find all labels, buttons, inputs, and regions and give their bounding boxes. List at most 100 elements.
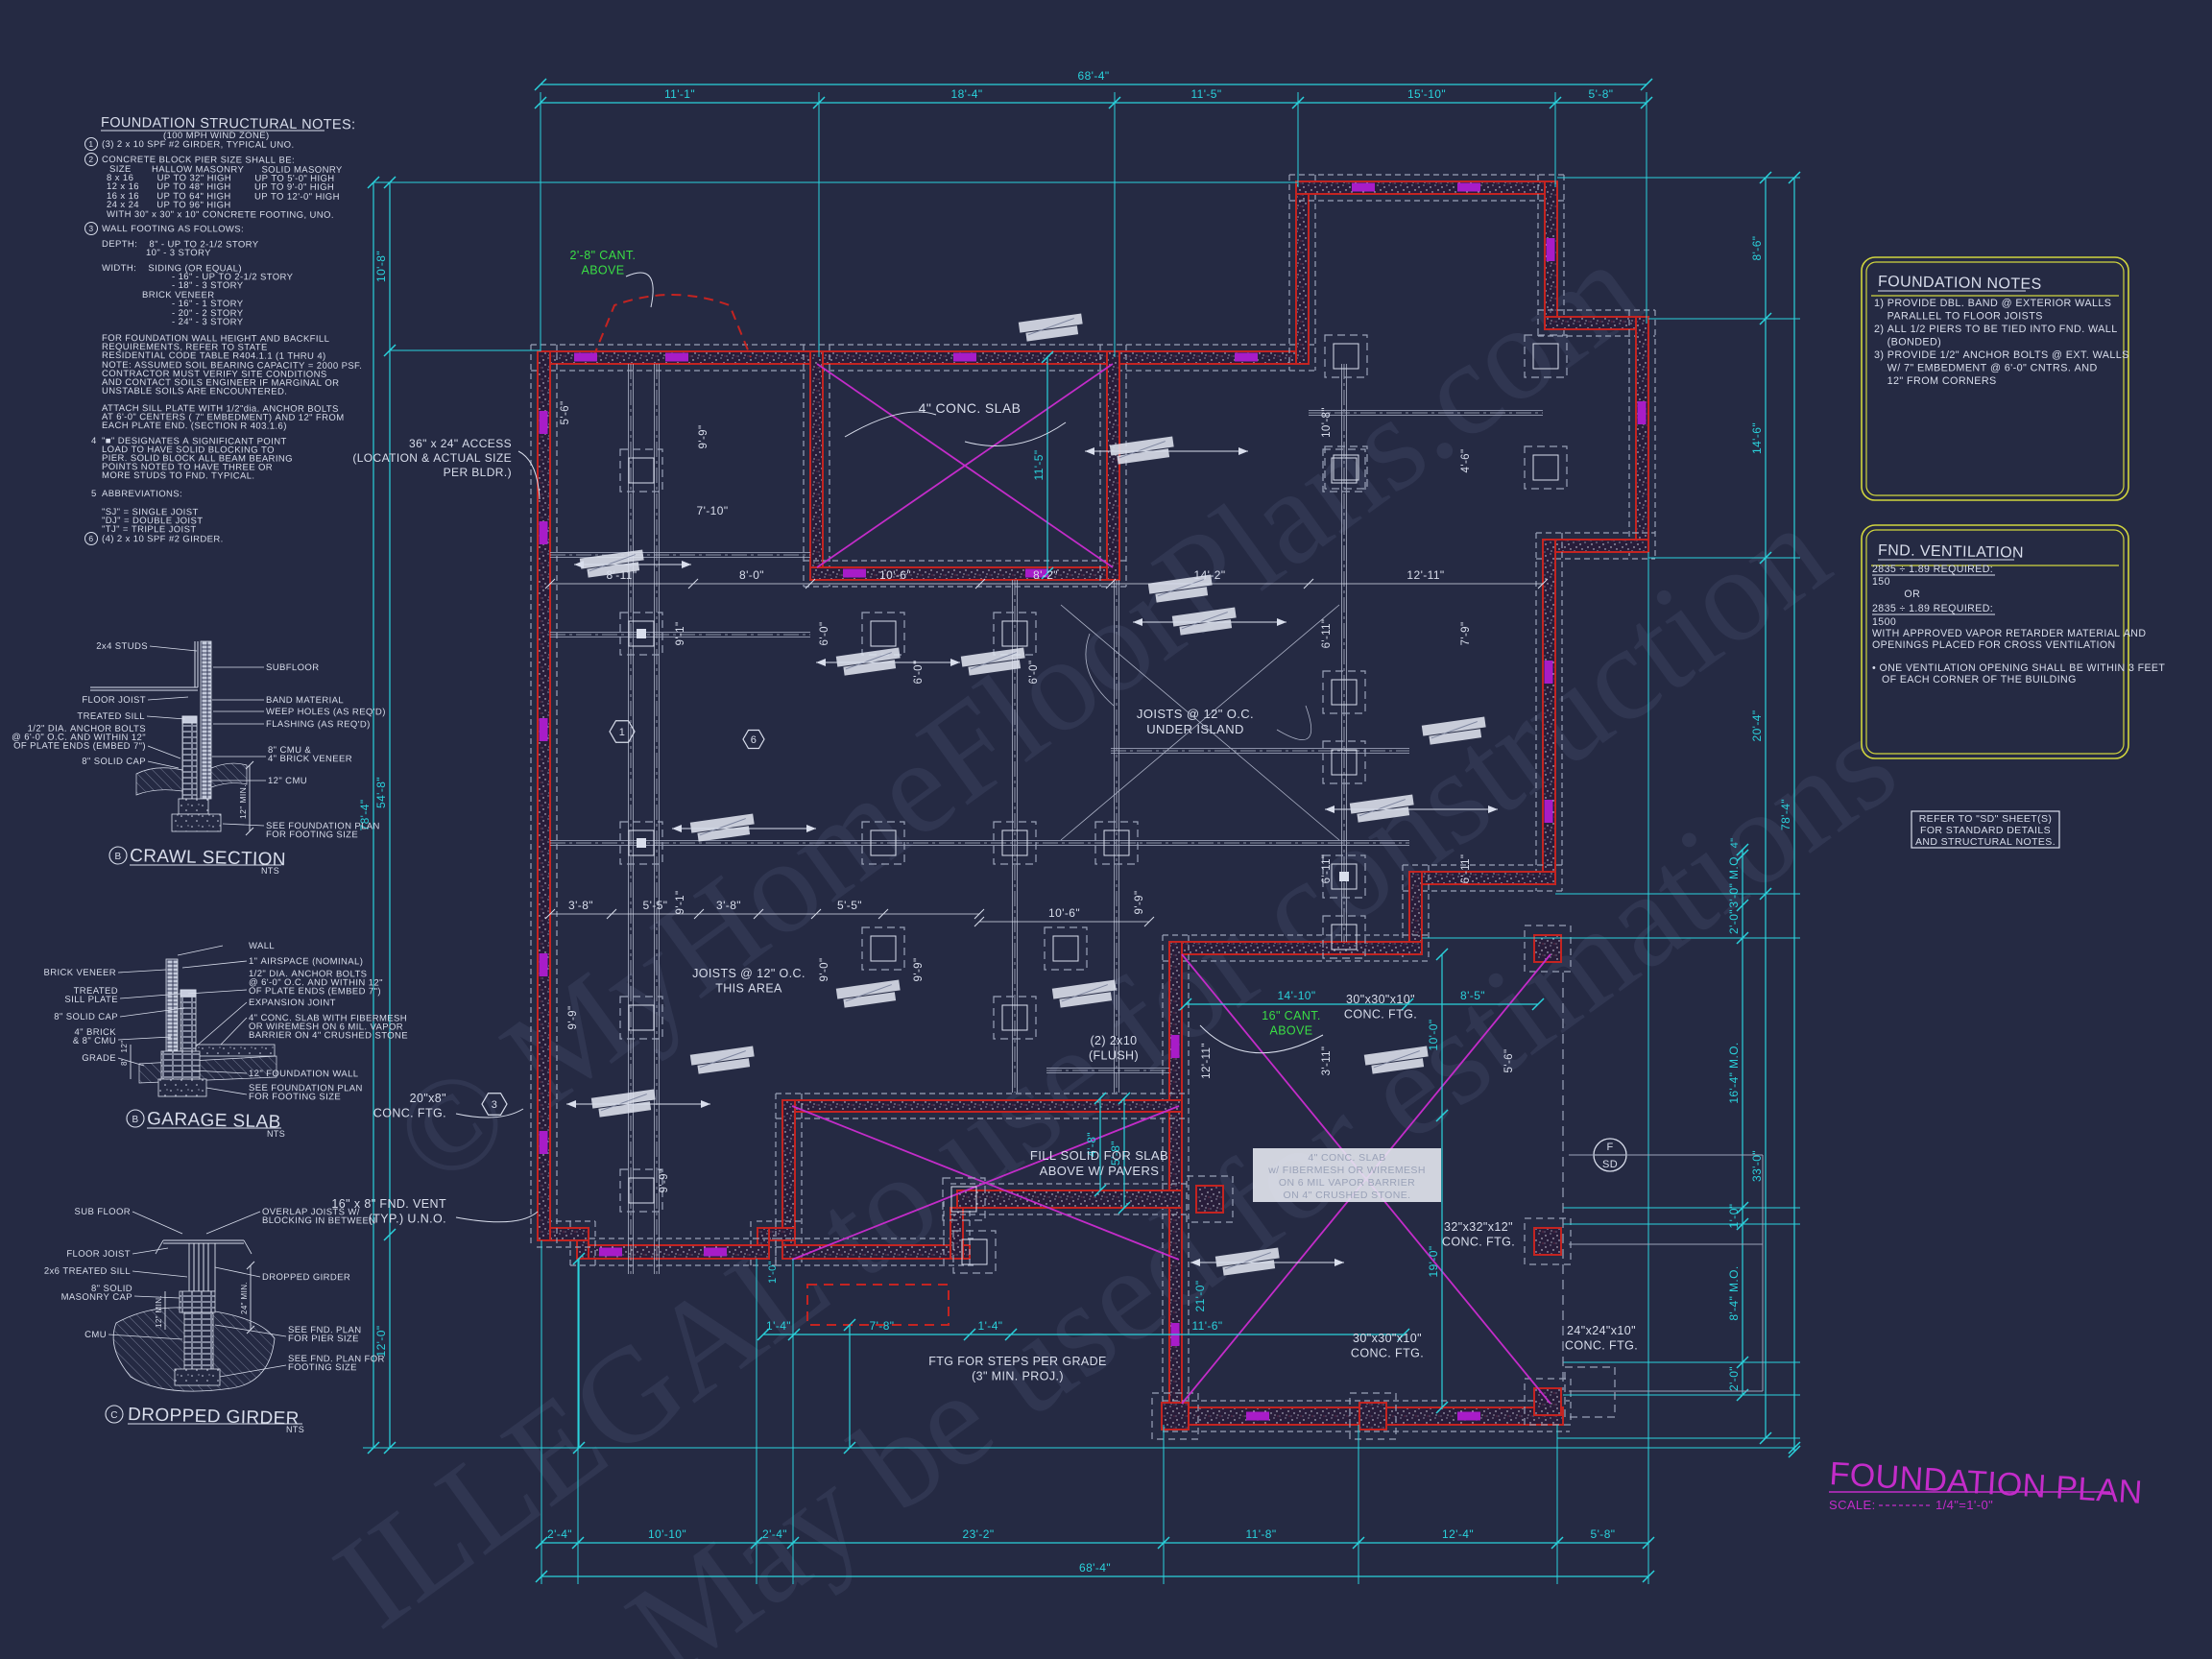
svg-text:SIZE HALLOW MASONRY: SIZE HALLOW MASONRY SOLID MASONRY [109,164,343,176]
svg-text:CONC. FTG.: CONC. FTG. [1442,1236,1515,1249]
svg-text:EACH PLATE END. (SECTION R 403: EACH PLATE END. (SECTION R 403.1.6) [102,421,287,432]
svg-text:SILL PLATE: SILL PLATE [64,995,118,1005]
svg-text:FOR STANDARD DETAILS: FOR STANDARD DETAILS [1920,825,2051,836]
svg-text:FLOOR JOIST: FLOOR JOIST [82,695,146,706]
svg-text:OF EACH CORNER OF THE BUILDING: OF EACH CORNER OF THE BUILDING [1872,674,2077,685]
svg-text:9'-9": 9'-9" [659,1169,670,1193]
svg-text:NOTE: ASSUMED SOIL BEARING CAP: NOTE: ASSUMED SOIL BEARING CAPACITY = 20… [102,360,362,372]
svg-text:1) PROVIDE DBL. BAND @ EXTERIO: 1) PROVIDE DBL. BAND @ EXTERIOR WALLS [1874,298,2111,309]
svg-text:6: 6 [751,734,757,746]
svg-text:30"x30"x10": 30"x30"x10" [1346,993,1415,1006]
svg-text:14'-10": 14'-10" [1277,989,1315,1002]
svg-text:SD: SD [1602,1159,1618,1170]
svg-text:ON 6 MIL VAPOR BARRIER: ON 6 MIL VAPOR BARRIER [1279,1177,1415,1189]
svg-text:5'-5": 5'-5" [837,899,862,912]
svg-text:WITH 30" x 30" x 10" CONCRETE: WITH 30" x 30" x 10" CONCRETE FOOTING, U… [107,209,334,221]
svg-text:12'-4": 12'-4" [1442,1527,1474,1541]
svg-text:AT 6'-0" CENTERS ( 7" EMBEDMEN: AT 6'-0" CENTERS ( 7" EMBEDMENT) AND 12"… [102,412,345,423]
svg-text:23'-2": 23'-2" [963,1527,995,1541]
svg-text:FOR PIER SIZE: FOR PIER SIZE [288,1334,359,1344]
svg-text:TREATED SILL: TREATED SILL [77,711,145,722]
svg-text:FOUNDATION STRUCTURAL NOTES:: FOUNDATION STRUCTURAL NOTES: [101,115,356,132]
svg-text:15'-10": 15'-10" [1407,87,1446,101]
svg-text:CONCRETE BLOCK PIER SIZE SHALL: CONCRETE BLOCK PIER SIZE SHALL BE: [102,155,295,166]
svg-text:11'-6": 11'-6" [1191,1319,1222,1333]
svg-text:CMU: CMU [84,1330,107,1340]
svg-text:10'-8": 10'-8" [374,251,388,282]
svg-text:& 8" CMU: & 8" CMU [73,1036,116,1046]
svg-text:9'-1": 9'-1" [675,891,686,915]
svg-text:2'-0": 2'-0" [1727,1366,1741,1391]
svg-text:10" - 3 STORY: 10" - 3 STORY [146,248,211,258]
svg-text:WALL FOOTING AS FOLLOWS:: WALL FOOTING AS FOLLOWS: [102,224,244,235]
svg-text:36" x 24" ACCESS: 36" x 24" ACCESS [409,437,512,450]
svg-text:11'-5": 11'-5" [1190,87,1221,101]
svg-text:1: 1 [88,139,93,149]
svg-text:8'-2": 8'-2" [1033,568,1058,582]
svg-text:JOISTS @ 12" O.C.: JOISTS @ 12" O.C. [1137,707,1254,721]
svg-text:18'-4": 18'-4" [951,87,983,101]
svg-text:4" CONC. SLAB WITH FIBERMESH: 4" CONC. SLAB WITH FIBERMESH [249,1013,407,1024]
svg-text:@ 6'-0" O.C. AND WITHIN 12": @ 6'-0" O.C. AND WITHIN 12" [12,733,146,743]
svg-text:CONC. FTG.: CONC. FTG. [1344,1008,1417,1022]
svg-text:(LOCATION & ACTUAL SIZE: (LOCATION & ACTUAL SIZE [352,451,512,465]
svg-text:SCALE:: SCALE: [1829,1498,1876,1512]
svg-text:12" MIN.: 12" MIN. [238,784,248,819]
svg-text:AND CONTACT SOILS ENGINEER IF: AND CONTACT SOILS ENGINEER IF MARGINAL O… [102,377,339,389]
svg-text:2835 ÷ 1.89 REQUIRED:: 2835 ÷ 1.89 REQUIRED: [1872,564,1993,575]
svg-text:9'-1": 9'-1" [675,622,686,646]
svg-text:FLASHING (AS REQ'D): FLASHING (AS REQ'D) [266,719,371,730]
svg-text:BLOCKING IN BETWEEN: BLOCKING IN BETWEEN [262,1215,375,1226]
svg-text:150: 150 [1872,576,1890,588]
svg-text:12" FOUNDATION WALL: 12" FOUNDATION WALL [249,1069,358,1079]
svg-text:SUB FLOOR: SUB FLOOR [74,1207,131,1217]
svg-text:10'-10": 10'-10" [648,1527,686,1541]
svg-text:REFER TO "SD" SHEET(S): REFER TO "SD" SHEET(S) [1919,813,2053,825]
svg-text:BRICK VENEER: BRICK VENEER [142,290,215,301]
svg-text:EXPANSION JOINT: EXPANSION JOINT [249,998,336,1008]
svg-text:"SJ" = SINGLE JOIST: "SJ" = SINGLE JOIST [102,507,199,517]
svg-text:12" MIN.: 12" MIN. [155,1295,163,1328]
svg-text:ATTACH SILL PLATE WITH 1/2"dia: ATTACH SILL PLATE WITH 1/2"dia. ANCHOR B… [102,403,339,415]
svg-text:12 x 16 UP TO 48" HIGH: 12 x 16 UP TO 48" HIGH UP TO 9'-0" HIGH [107,181,334,193]
svg-text:FLOOR JOIST: FLOOR JOIST [66,1249,131,1260]
svg-text:1" AIRSPACE (NOMINAL): 1" AIRSPACE (NOMINAL) [249,956,363,967]
svg-text:W/ 7" EMBEDMENT @ 6'-0" CNTRS.: W/ 7" EMBEDMENT @ 6'-0" CNTRS. AND [1874,363,2098,374]
svg-text:SEE FOUNDATION PLAN: SEE FOUNDATION PLAN [266,821,380,831]
svg-text:DROPPED GIRDER: DROPPED GIRDER [128,1405,300,1430]
svg-text:GRADE: GRADE [82,1053,116,1064]
svg-text:(4) 2 x 10 SPF #2 GIRDER.: (4) 2 x 10 SPF #2 GIRDER. [102,534,224,544]
svg-text:ABOVE: ABOVE [1269,1024,1312,1038]
svg-text:FOR FOUNDATION WALL HEIGHT AND: FOR FOUNDATION WALL HEIGHT AND BACKFILL [102,333,329,345]
svg-text:24 x 24 UP TO 96" HIGH: 24 x 24 UP TO 96" HIGH [107,200,231,210]
svg-text:11'-8": 11'-8" [1245,1527,1276,1541]
svg-text:11'-5": 11'-5" [1032,449,1046,480]
svg-text:10'-6": 10'-6" [879,568,911,582]
svg-text:4" BRICK VENEER: 4" BRICK VENEER [268,754,352,764]
svg-text:SEE FND. PLAN: SEE FND. PLAN [288,1325,362,1335]
svg-text:1/4"=1'-0": 1/4"=1'-0" [1936,1498,1993,1512]
svg-text:- 20" - 2 STORY: - 20" - 2 STORY [172,308,244,319]
svg-text:3'-11": 3'-11" [1321,1046,1333,1076]
svg-text:2x6 TREATED SILL: 2x6 TREATED SILL [44,1266,131,1277]
svg-text:12'-0": 12'-0" [374,1326,388,1358]
svg-text:WITH APPROVED VAPOR RETARDER M: WITH APPROVED VAPOR RETARDER MATERIAL AN… [1872,628,2146,639]
svg-text:OPENINGS PLACED FOR CROSS VENT: OPENINGS PLACED FOR CROSS VENTILATION [1872,639,2116,651]
svg-text:SEE FOUNDATION PLAN: SEE FOUNDATION PLAN [249,1083,363,1094]
svg-text:TREATED: TREATED [74,986,118,997]
svg-text:"TJ" = TRIPLE JOIST: "TJ" = TRIPLE JOIST [102,524,197,535]
svg-text:FOUNDATION NOTES: FOUNDATION NOTES [1878,274,2042,293]
svg-text:54'-8": 54'-8" [374,777,388,808]
svg-text:AND STRUCTURAL NOTES.: AND STRUCTURAL NOTES. [1915,836,2056,848]
svg-text:OF PLATE ENDS (EMBED 7"): OF PLATE ENDS (EMBED 7") [249,986,381,997]
svg-text:NTS: NTS [286,1425,304,1434]
svg-text:OVERLAP JOISTS W/: OVERLAP JOISTS W/ [262,1207,360,1217]
svg-text:- 16" - UP TO 2-1/2 STORY: - 16" - UP TO 2-1/2 STORY [172,272,294,282]
svg-text:2'-0": 2'-0" [1727,909,1741,934]
svg-text:(100 MPH WIND ZONE): (100 MPH WIND ZONE) [163,131,270,141]
svg-text:4": 4" [1729,838,1741,849]
svg-text:MORE STUDS TO FND. TYPICAL.: MORE STUDS TO FND. TYPICAL. [102,470,255,482]
svg-text:7'-9": 7'-9" [1460,622,1472,646]
svg-text:1'-0": 1'-0" [767,1261,779,1284]
svg-text:4" CONC. SLAB: 4" CONC. SLAB [1308,1152,1385,1164]
